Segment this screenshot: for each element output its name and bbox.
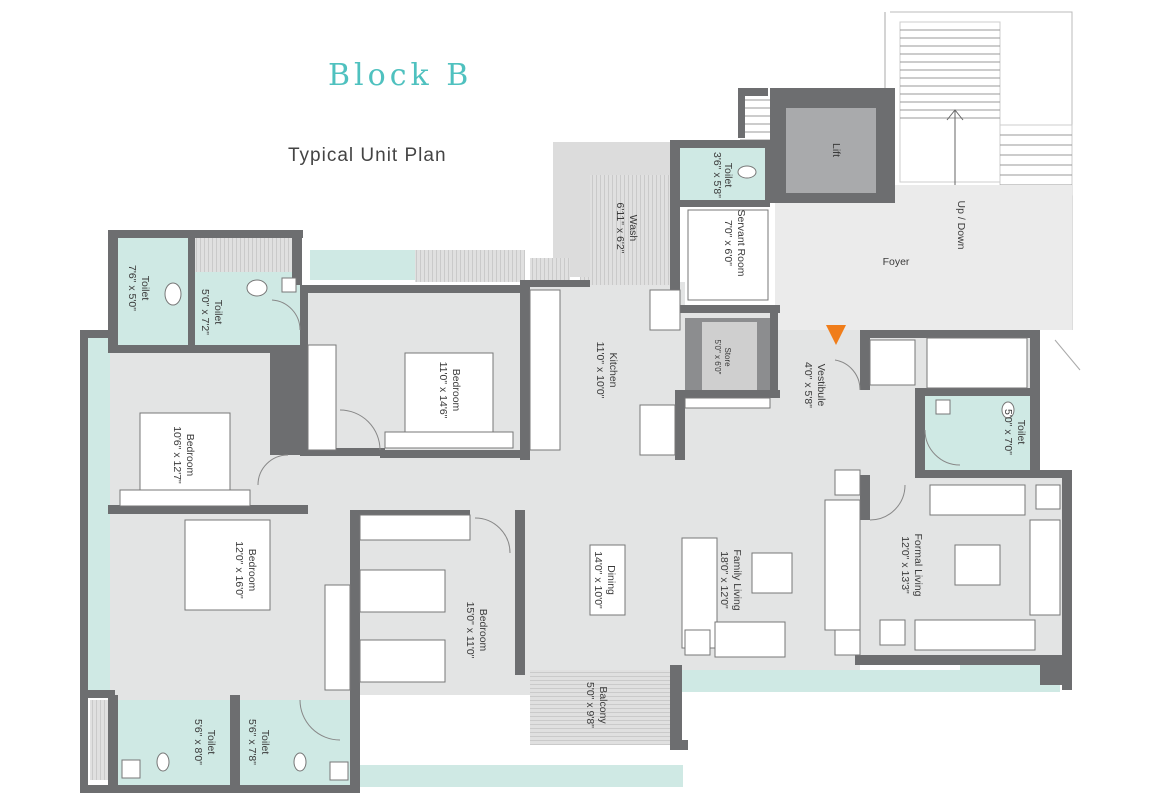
- label-vestibule: Vestibule4'0" x 5'8": [802, 362, 827, 408]
- fixtures: [121, 165, 1015, 781]
- label-lift: Lift: [830, 143, 842, 157]
- label-toilet-1: Toilet7'6" x 5'0": [126, 265, 151, 311]
- label-stairs: Up / Down: [955, 200, 967, 249]
- label-toilet-2: Toilet5'0" x 7'2": [199, 289, 224, 335]
- label-bedroom-1: Bedroom11'0" x 14'6": [437, 362, 462, 419]
- label-kitchen: Kitchen11'0" x 10'0": [594, 342, 619, 399]
- label-dining: Dining14'0" x 10'0": [592, 551, 617, 609]
- stair-treads: [740, 29, 1072, 186]
- walls: [80, 88, 1072, 793]
- label-servant-room: Servant Room7'0" x 6'0": [722, 209, 747, 276]
- label-toilet-5: Toilet5'6" x 7'8": [246, 719, 271, 765]
- bed-4a: [359, 569, 446, 613]
- plan-title: Block B: [328, 58, 473, 93]
- label-foyer: Foyer: [883, 256, 910, 268]
- label-family-living: Family Living18'0" x 12'0": [718, 549, 743, 610]
- label-bedroom-4: Bedroom15'0" x 11'0": [464, 602, 489, 659]
- bed-1: [404, 352, 494, 434]
- bed-2: [139, 412, 231, 494]
- label-toilet-4: Toilet5'6" x 8'0": [192, 719, 217, 765]
- label-balcony: Balcony5'0" x 9'8": [584, 682, 609, 728]
- dining-table: [589, 544, 626, 616]
- furniture: [119, 209, 1061, 691]
- bed-3: [184, 519, 271, 611]
- label-bedroom-3: Bedroom12'0" x 16'0": [233, 541, 258, 599]
- door-swings: [257, 299, 961, 741]
- label-wash: Wash6'11" x 6'2": [614, 203, 639, 254]
- plan-subtitle: Typical Unit Plan: [288, 145, 447, 166]
- label-toilet-servant: Toilet3'6" x 5'8": [711, 152, 734, 198]
- label-store: Store5'0" x 6'0": [713, 340, 732, 375]
- entry-marker-icon: [826, 325, 846, 345]
- bed-4b: [359, 639, 446, 683]
- store-lift: [685, 98, 886, 393]
- label-toilet-3: Toilet5'0" x 7'0": [1002, 409, 1027, 455]
- label-bedroom-2: Bedroom10'6" x 12'7": [171, 426, 196, 484]
- balcony-hatching: [90, 232, 670, 780]
- label-formal-living: Formal Living12'0" x 13'3": [899, 533, 924, 596]
